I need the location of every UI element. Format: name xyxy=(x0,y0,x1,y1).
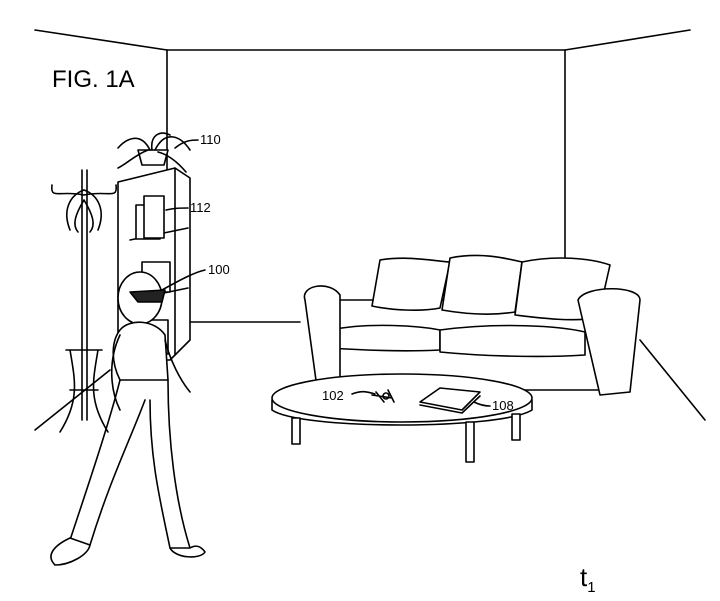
sofa xyxy=(303,254,641,396)
label-book: 108 xyxy=(492,398,514,413)
label-plant: 110 xyxy=(200,132,221,147)
label-user-device: 100 xyxy=(208,262,230,277)
coffee-table xyxy=(271,373,533,463)
time-subscript: 1 xyxy=(587,579,596,597)
label-bookshelf: 112 xyxy=(190,200,211,215)
person xyxy=(50,271,206,566)
leader-lines xyxy=(161,139,491,407)
time-letter: t xyxy=(580,562,588,592)
time-label: t1 xyxy=(580,562,596,596)
plant xyxy=(117,132,191,173)
room-walls xyxy=(34,29,706,431)
coat-rack xyxy=(51,169,117,433)
figure-title: FIG. 1A xyxy=(52,66,135,93)
label-keys: 102 xyxy=(322,388,344,403)
book xyxy=(419,387,481,414)
keys xyxy=(371,389,395,403)
